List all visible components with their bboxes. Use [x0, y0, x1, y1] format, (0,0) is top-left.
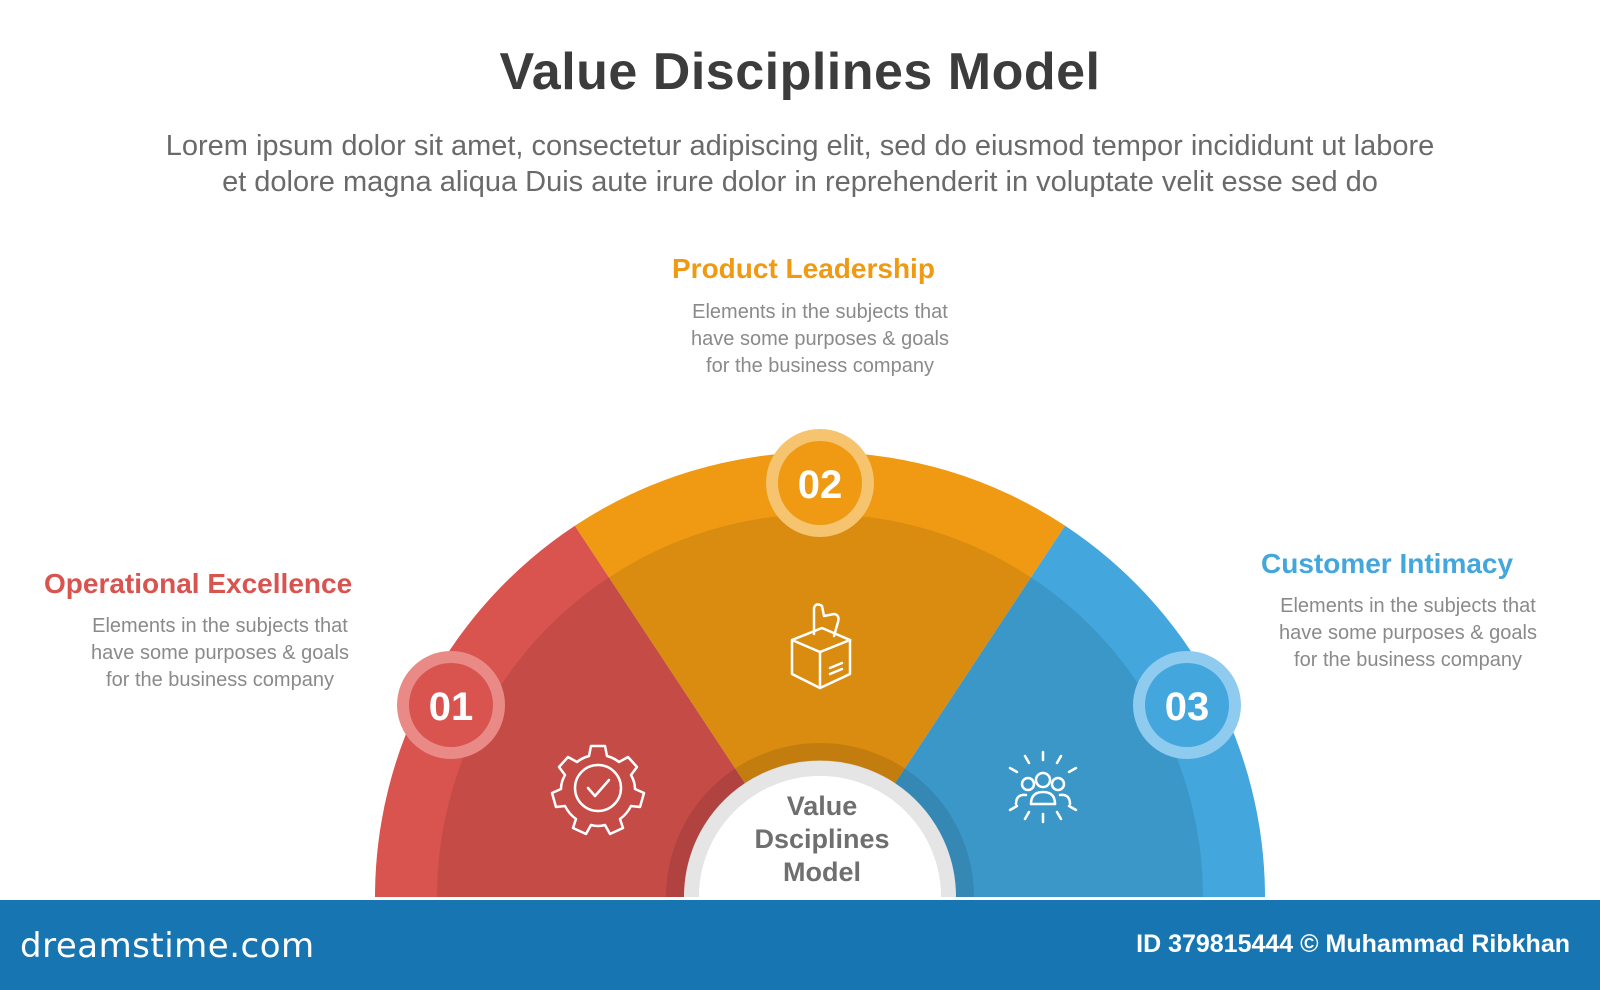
segment-03-desc-line-1: Elements in the subjects that — [1280, 595, 1536, 617]
segment-02-description: Elements in the subjects that have some … — [660, 299, 980, 380]
page-title: Value Disciplines Model — [499, 43, 1101, 101]
center-label-line-2: Dsciplines — [754, 824, 890, 854]
segment-01-description: Elements in the subjects that have some … — [60, 613, 380, 694]
segment-01-desc-line-3: for the business company — [106, 669, 334, 691]
badge-01-number: 01 — [429, 685, 474, 729]
center-label-line-3: Model — [783, 857, 861, 887]
page-subtitle: Lorem ipsum dolor sit amet, consectetur … — [60, 128, 1540, 200]
segment-03-description: Elements in the subjects that have some … — [1248, 593, 1568, 674]
half-donut-diagram: 01 02 03 — [375, 429, 1265, 897]
badge-02-number: 02 — [798, 463, 843, 507]
center-label: Value Dsciplines Model — [712, 790, 932, 889]
inner-shade-band — [437, 514, 1203, 897]
segment-02-desc-line-1: Elements in the subjects that — [692, 301, 948, 323]
subtitle-line-1: Lorem ipsum dolor sit amet, consectetur … — [165, 130, 1435, 162]
segment-01-desc-line-2: have some purposes & goals — [91, 642, 349, 664]
footer-brand[interactable]: dreamstime.com — [20, 926, 315, 966]
segment-03-desc-line-2: have some purposes & goals — [1279, 622, 1537, 644]
segment-02-outer — [574, 452, 1066, 784]
badge-01 — [397, 651, 505, 759]
segment-03-title: Customer Intimacy — [1261, 548, 1514, 579]
badge-02 — [766, 429, 874, 537]
segment-03-desc-line-3: for the business company — [1294, 649, 1522, 671]
box-thumbs-up-icon — [790, 603, 852, 690]
segment-02-desc-line-2: have some purposes & goals — [691, 328, 949, 350]
gear-check-icon — [550, 744, 646, 836]
center-circle — [699, 776, 941, 897]
badge-03-number: 03 — [1165, 685, 1210, 729]
center-ring — [666, 743, 974, 897]
segment-03-outer — [895, 525, 1265, 897]
center-label-line-1: Value — [786, 791, 858, 821]
badge-03 — [1133, 651, 1241, 759]
watermark-footer: dreamstime.com ID 379815444 © Muhammad R… — [0, 900, 1600, 990]
footer-credit: ID 379815444 © Muhammad Ribkhan — [1136, 930, 1570, 958]
segment-01-outer — [375, 525, 745, 897]
people-group-icon — [1008, 750, 1078, 824]
segment-01-title: Operational Excellence — [44, 568, 353, 599]
segment-02-desc-line-3: for the business company — [706, 355, 934, 377]
segment-01-desc-line-1: Elements in the subjects that — [92, 615, 348, 637]
segment-02-title: Product Leadership — [672, 253, 935, 284]
subtitle-line-2: et dolore magna aliqua Duis aute irure d… — [222, 166, 1378, 198]
